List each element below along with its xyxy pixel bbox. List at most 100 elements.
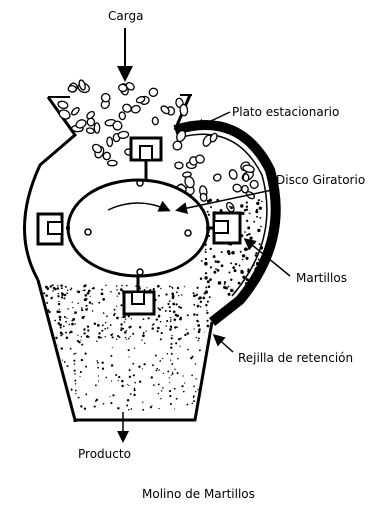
particle xyxy=(98,336,101,339)
hammer-top xyxy=(131,138,161,180)
granule xyxy=(212,173,222,183)
particle xyxy=(235,291,237,293)
particle xyxy=(205,286,207,288)
particle xyxy=(74,373,76,375)
particle xyxy=(200,306,202,308)
particle xyxy=(195,363,197,365)
particle xyxy=(78,397,80,399)
particle xyxy=(134,389,136,391)
particle xyxy=(87,325,89,327)
particle xyxy=(209,248,211,250)
particle xyxy=(198,340,199,341)
particle xyxy=(177,358,179,360)
particle xyxy=(43,292,45,294)
hammer-left xyxy=(38,214,70,244)
particle xyxy=(128,316,129,317)
particle xyxy=(171,375,172,376)
particle xyxy=(117,380,118,381)
particle xyxy=(201,260,203,262)
granule xyxy=(131,104,142,113)
particle xyxy=(186,404,188,406)
particle xyxy=(166,325,168,327)
particle xyxy=(74,370,76,372)
particle xyxy=(215,268,217,270)
granule xyxy=(228,169,238,181)
particle xyxy=(161,390,162,391)
particle xyxy=(52,284,54,286)
particle xyxy=(97,324,100,327)
particle xyxy=(183,375,184,376)
particle xyxy=(63,297,65,299)
particle xyxy=(40,312,42,314)
particle xyxy=(240,204,243,207)
particle xyxy=(55,381,57,383)
particle xyxy=(256,216,258,218)
particle xyxy=(60,327,62,329)
particle xyxy=(207,280,210,283)
particle xyxy=(103,312,105,314)
particle xyxy=(259,207,262,210)
particle xyxy=(155,355,157,357)
particle xyxy=(117,407,119,409)
particle xyxy=(86,305,88,307)
particle xyxy=(128,356,129,357)
particle xyxy=(131,408,133,410)
particle xyxy=(45,319,46,320)
particle xyxy=(74,380,76,382)
particle xyxy=(70,289,72,291)
particle xyxy=(130,393,132,395)
granule xyxy=(118,131,129,139)
particle xyxy=(110,291,112,293)
particle xyxy=(151,327,153,329)
particle xyxy=(156,368,158,370)
particle xyxy=(170,347,172,349)
particle xyxy=(255,267,258,270)
particle xyxy=(118,292,120,294)
particle xyxy=(170,343,172,345)
particle xyxy=(146,287,147,288)
particle xyxy=(187,314,189,316)
particle xyxy=(228,286,230,288)
particle xyxy=(184,334,186,336)
granule xyxy=(70,106,80,116)
particle xyxy=(120,304,122,306)
particle xyxy=(193,395,195,397)
particle xyxy=(170,317,171,318)
particle xyxy=(171,327,172,328)
particle xyxy=(98,302,100,304)
particle xyxy=(242,259,244,261)
particle xyxy=(198,328,200,330)
particle xyxy=(45,294,48,297)
particle xyxy=(159,308,161,310)
particle xyxy=(218,281,222,285)
particle xyxy=(169,300,171,302)
particle xyxy=(124,315,126,317)
particle xyxy=(55,405,56,406)
particle xyxy=(115,374,117,376)
particle xyxy=(70,348,72,350)
particle xyxy=(158,316,160,318)
particle xyxy=(90,296,91,297)
particle xyxy=(151,405,152,406)
particle xyxy=(57,344,58,345)
particle xyxy=(128,409,130,411)
particle xyxy=(238,282,241,285)
particle xyxy=(112,333,113,334)
particle xyxy=(43,330,45,332)
particle xyxy=(52,290,54,292)
particle xyxy=(127,399,129,401)
granule xyxy=(175,162,184,169)
particle xyxy=(206,312,208,314)
particle xyxy=(200,278,202,280)
particle xyxy=(65,286,67,288)
particle xyxy=(111,380,112,381)
particle xyxy=(120,323,122,325)
particle xyxy=(64,294,66,296)
rotating-disc xyxy=(68,180,208,276)
particle xyxy=(254,242,256,244)
particle xyxy=(207,200,210,203)
particle xyxy=(207,325,210,328)
particle xyxy=(171,338,173,340)
particle xyxy=(192,402,194,404)
particle xyxy=(54,320,56,322)
